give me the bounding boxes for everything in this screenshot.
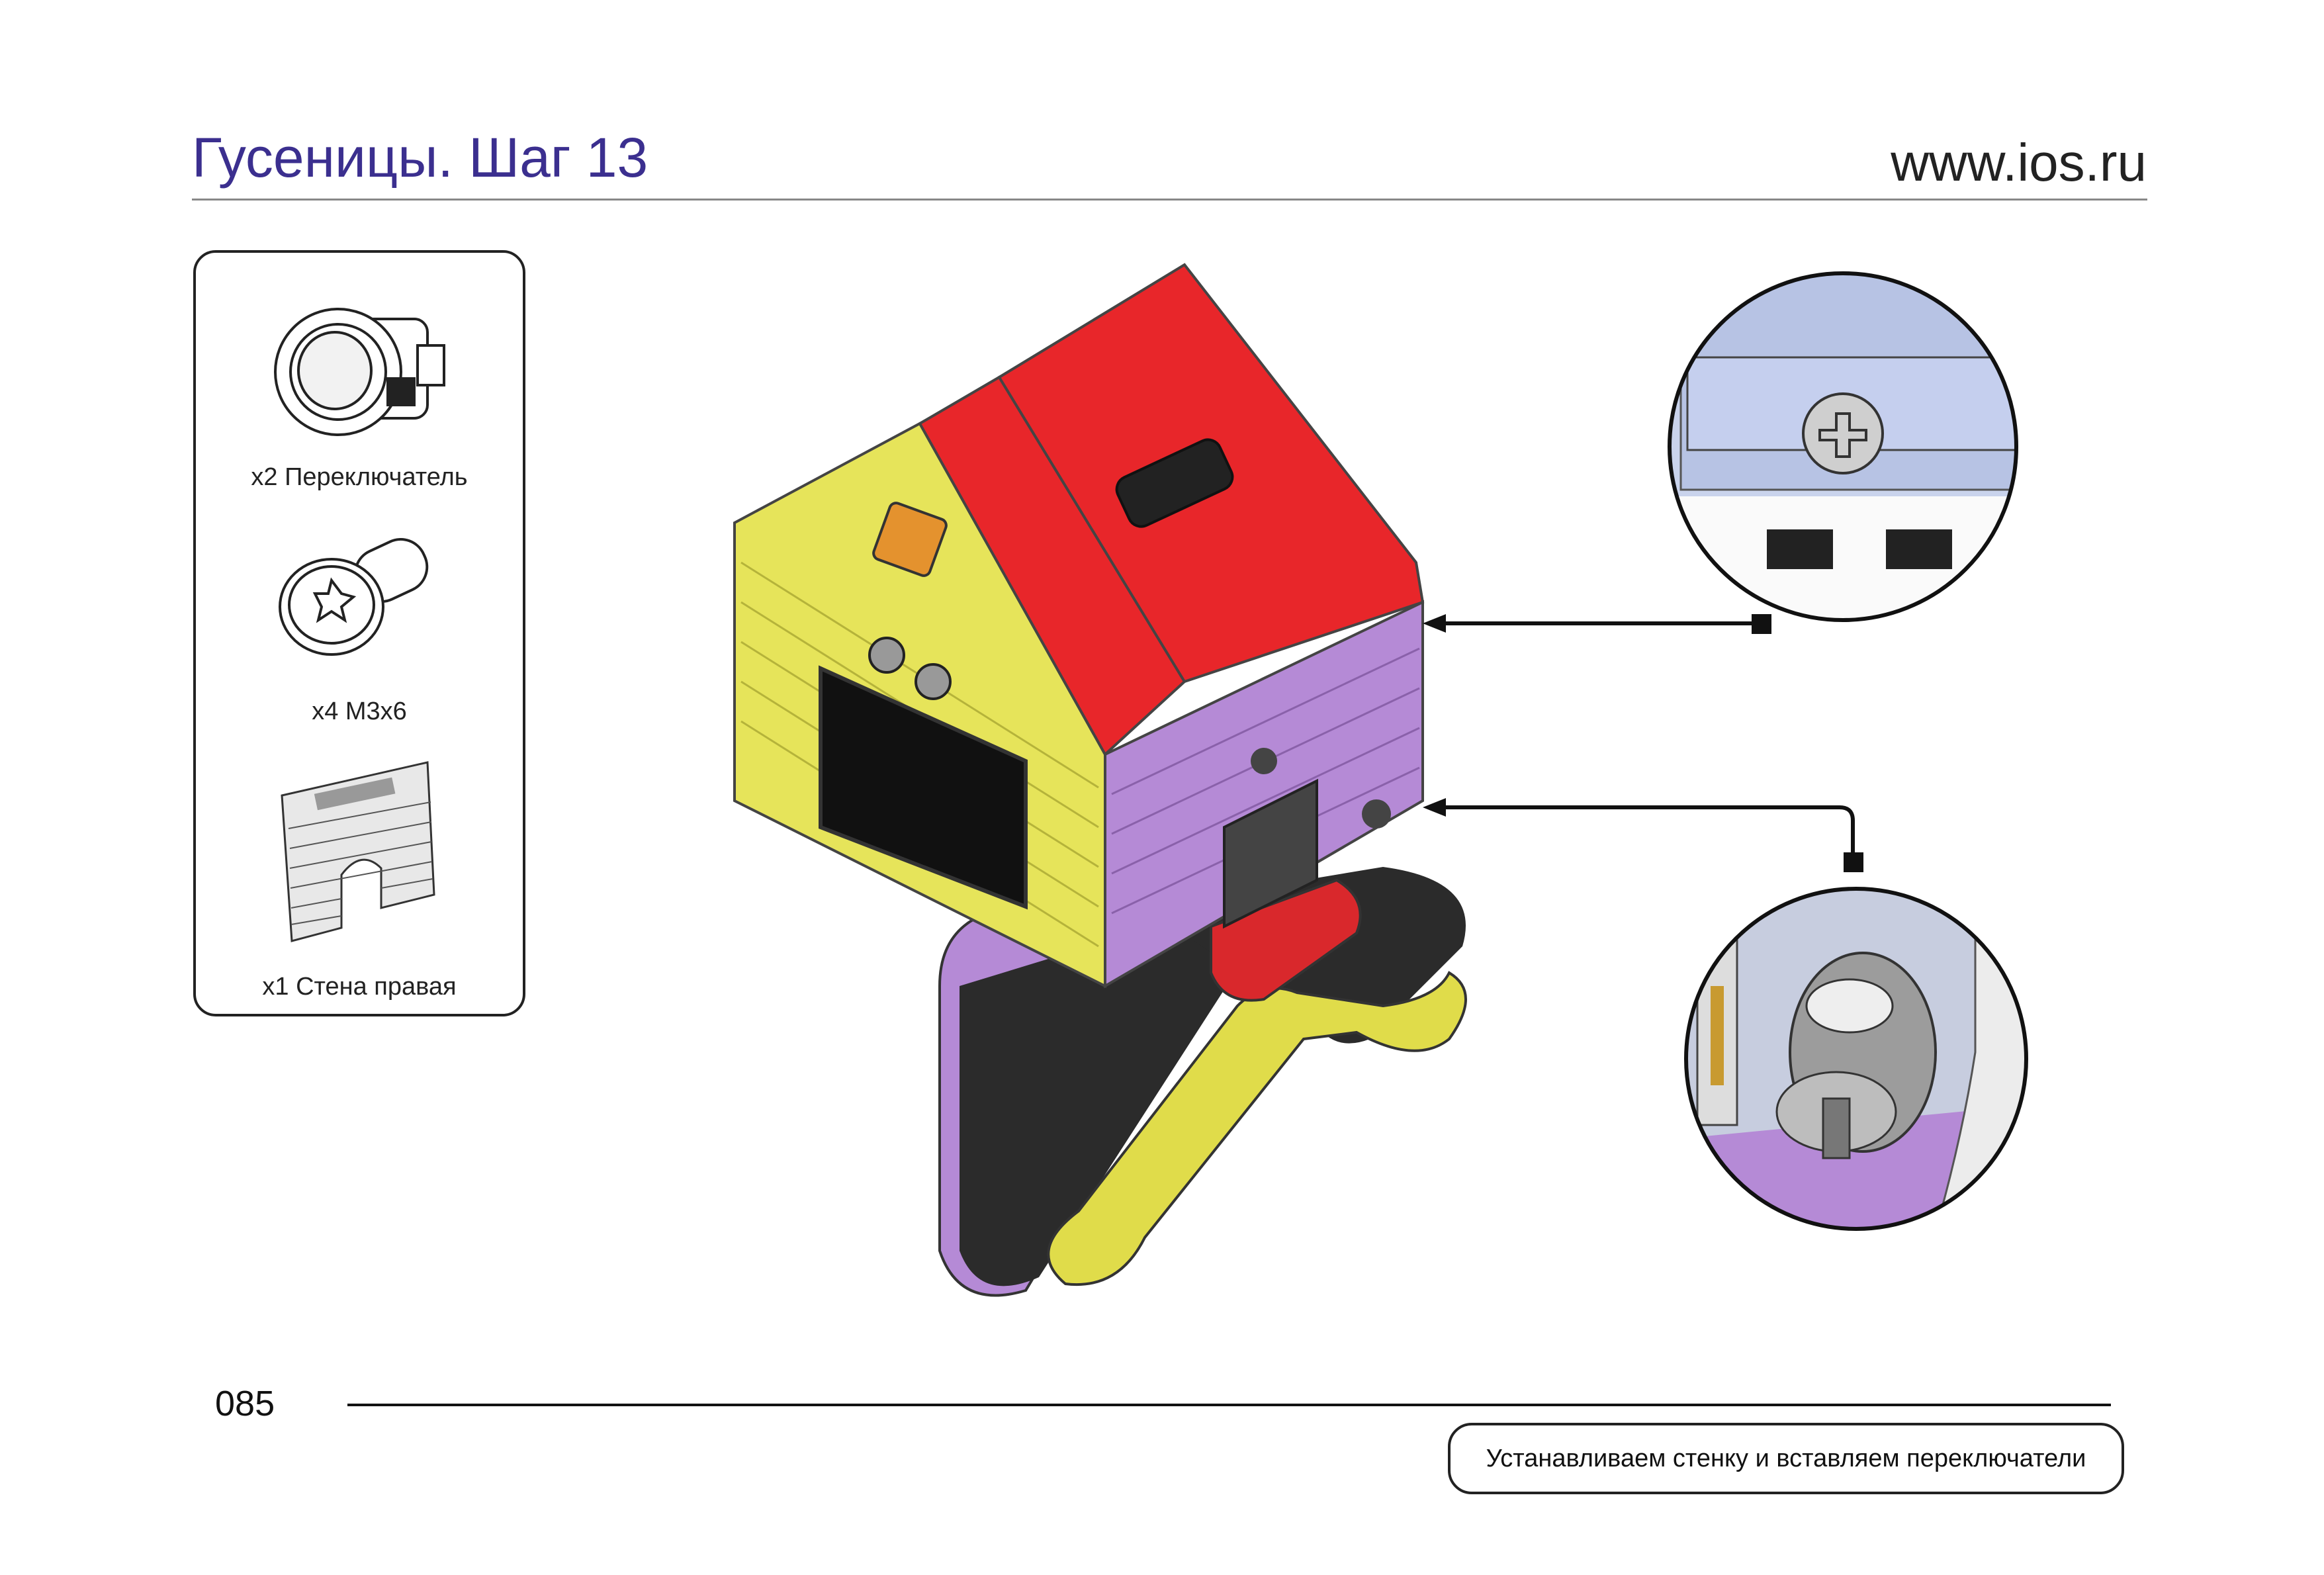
display-screen <box>819 665 1028 910</box>
arrow-anchor-bottom <box>1844 852 1863 872</box>
step-caption: Устанавливаем стенку и вставляем переклю… <box>1448 1423 2124 1494</box>
detail-switch-closeup <box>1684 887 2028 1231</box>
switch-icon <box>274 308 445 436</box>
arrow-anchor-top <box>1752 614 1771 634</box>
camera-module <box>872 502 948 577</box>
wall-opening <box>1223 778 1318 929</box>
website-url: www.ios.ru <box>1891 133 2147 192</box>
parts-list: x2 Переключатель x4 M3x6 x1 Стена правая <box>193 250 525 1016</box>
sensor-eye-right <box>915 663 952 700</box>
roof-speaker <box>1115 438 1234 528</box>
side-switch-top <box>1251 748 1277 774</box>
screw-icon <box>279 538 429 656</box>
suspension-arm <box>1047 971 1467 1286</box>
side-switch-bottom <box>1362 799 1391 829</box>
page-number: 085 <box>215 1384 275 1423</box>
detail-screw-closeup <box>1668 271 2018 622</box>
robot-assembly-illustration <box>733 263 1467 1297</box>
red-bracket <box>1210 878 1362 1002</box>
header-divider <box>192 199 2147 201</box>
page-title: Гусеницы. Шаг 13 <box>192 126 648 189</box>
arrowhead-bottom <box>1423 798 1446 817</box>
callout-arrows <box>1423 614 1863 872</box>
screw-head <box>1802 392 1884 474</box>
part-label-wall: x1 Стена правая <box>262 973 457 1001</box>
part-label-screw: x4 M3x6 <box>312 698 407 725</box>
sensor-eye-left <box>868 637 905 674</box>
arrowhead-top <box>1423 614 1446 633</box>
wall-panel-icon <box>281 761 435 942</box>
side-wall <box>1104 600 1424 989</box>
part-label-switch: x2 Переключатель <box>251 463 468 491</box>
footer-divider <box>347 1404 2111 1406</box>
